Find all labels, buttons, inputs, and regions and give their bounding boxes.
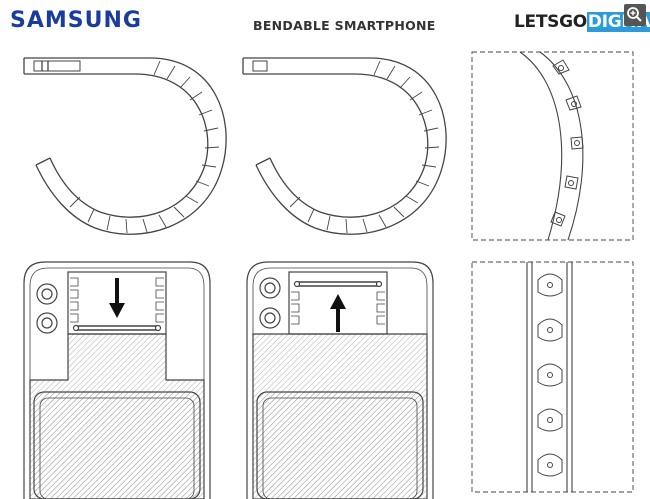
logo-part-letsgo: LETSGO	[514, 12, 587, 32]
hinge-detail-curved	[471, 51, 634, 241]
zoom-in-icon	[627, 7, 642, 22]
phone-back-figure-extended	[246, 261, 434, 499]
page-title: BENDABLE SMARTPHONE	[253, 18, 436, 33]
phone-back-figure-retracted	[23, 261, 211, 499]
bent-phone-figure-1	[23, 57, 227, 235]
bent-phone-figure-2	[242, 57, 447, 235]
zoom-button[interactable]	[624, 4, 646, 26]
hinge-detail-straight	[471, 261, 634, 493]
samsung-logo: SAMSUNG	[10, 8, 142, 33]
